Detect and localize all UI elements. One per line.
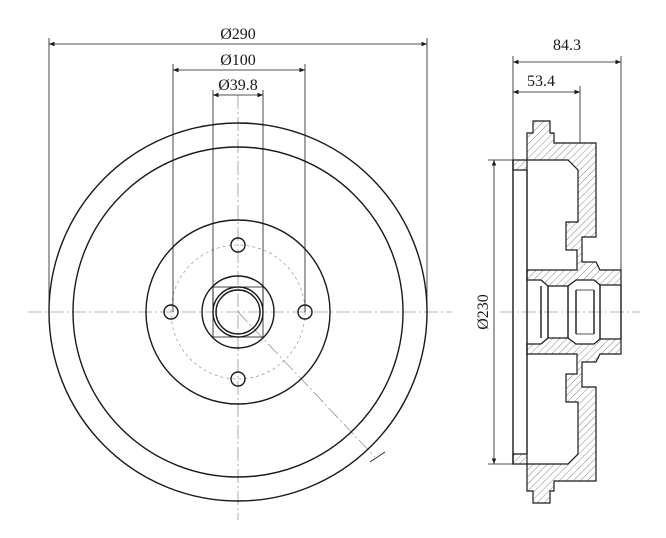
center-bore-outer [201,275,275,349]
drum-inner-circle [72,146,404,478]
diagonal-center-line [237,311,376,458]
section-bottom [512,337,622,504]
center-bore-label: Ø39.8 [218,77,258,94]
center-bore-core [215,289,261,335]
inner-height-label: 53.4 [527,73,555,90]
front-view [28,95,452,520]
drum-diameter-label: Ø230 [475,294,492,330]
overall-height-label: 84.3 [553,37,581,54]
outer-diameter-label: Ø290 [220,26,256,43]
side-view [500,120,640,504]
section-top [512,120,622,287]
bolt-hole-bottom [230,371,246,387]
hub-flange-circle [145,219,331,405]
bolt-hole-top [230,237,246,253]
side-dimensions: 84.3 53.4 Ø230 [475,37,622,465]
bolt-hole-left [163,304,179,320]
front-dimensions: Ø290 Ø100 Ø39.8 [48,26,428,463]
bolt-circle-label: Ø100 [220,52,256,69]
